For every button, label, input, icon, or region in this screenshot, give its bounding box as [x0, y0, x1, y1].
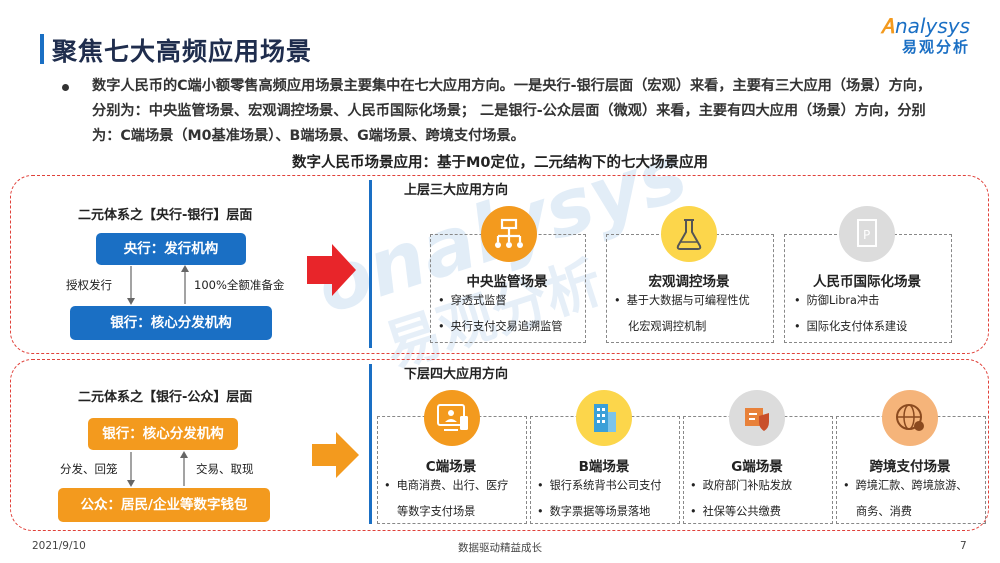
list-item: 央行支付交易追溯监管: [438, 314, 563, 340]
card-title: 宏观调控场景: [648, 274, 730, 290]
page-number: 7: [960, 540, 967, 552]
upper-divider: [369, 180, 372, 348]
bank-distribution-box: 银行：核心分发机构: [70, 306, 272, 340]
lower-section-heading: 下层四大应用方向: [404, 367, 509, 382]
upper-layer-section: [10, 175, 989, 354]
logo-a-mark: Ꭺ: [881, 14, 895, 38]
card-list: 跨境汇款、跨境旅游、 商务、消费: [843, 473, 968, 525]
authorize-issue-label: 授权发行: [66, 278, 112, 292]
public-wallet-box: 公众：居民/企业等数字钱包: [58, 488, 270, 522]
card-list: 防御Libra冲击 国际化支付体系建设: [794, 288, 908, 340]
consumer-screen-icon: [424, 390, 480, 446]
footer-slogan: 数据驱动精益成长: [458, 542, 542, 554]
list-item: 穿透式监督: [438, 288, 563, 314]
logo-wordmark: Ꭺnalysys: [882, 14, 970, 38]
list-item: 社保等公共缴费: [690, 499, 792, 525]
list-item: 跨境汇款、跨境旅游、: [843, 473, 968, 499]
footer-date: 2021/9/10: [32, 540, 86, 552]
upper-section-heading: 上层三大应用方向: [404, 183, 509, 198]
card-title: G端场景: [731, 459, 783, 475]
flask-icon: [661, 206, 717, 262]
list-item: 政府部门补贴发放: [690, 473, 793, 499]
analysys-logo: Ꭺnalysys 易观分析: [882, 14, 970, 57]
distribute-recall-label: 分发、回笼: [60, 462, 118, 476]
page-title: 聚焦七大高频应用场景: [52, 37, 313, 66]
list-item: 防御Libra冲击: [794, 288, 907, 314]
diagram-subtitle: 数字人民币场景应用：基于M0定位，二元结构下的七大场景应用: [291, 155, 709, 171]
lower-left-title: 二元体系之【银行-公众】层面: [78, 390, 253, 405]
trade-withdraw-label: 交易、取现: [196, 462, 254, 476]
list-item: 国际化支付体系建设: [794, 314, 908, 340]
card-list: 电商消费、出行、医疗 等数字支付场景: [384, 473, 509, 525]
svg-text:P: P: [863, 228, 870, 242]
lower-divider: [369, 364, 372, 524]
card-title: 中央监管场景: [466, 274, 548, 290]
card-list: 银行系统背书公司支付 数字票据等场景落地: [537, 473, 662, 525]
globe-payment-icon: [882, 390, 938, 446]
card-title: 人民币国际化场景: [813, 274, 921, 290]
org-chart-icon: [481, 206, 537, 262]
building-icon: [576, 390, 632, 446]
card-title: 跨境支付场景: [869, 459, 951, 475]
card-title: C端场景: [425, 459, 477, 475]
reserve-label: 100%全额准备金: [194, 278, 285, 292]
central-bank-box: 央行：发行机构: [96, 233, 246, 265]
card-list: 基于大数据与可编程性优 化宏观调控机制: [614, 288, 750, 340]
document-p-icon: P: [839, 206, 895, 262]
card-title: B端场景: [578, 459, 630, 475]
title-accent-bar: [40, 34, 44, 64]
list-item: 电商消费、出行、医疗: [384, 473, 509, 499]
upper-left-title: 二元体系之【央行-银行】层面: [78, 208, 253, 223]
card-list: 政府部门补贴发放 社保等公共缴费: [690, 473, 793, 525]
bank-distribution-box-lower: 银行：核心分发机构: [88, 418, 238, 450]
list-item: 数字票据等场景落地: [537, 499, 662, 525]
list-item: 基于大数据与可编程性优: [614, 288, 750, 314]
logo-wordmark-text: nalysys: [895, 14, 970, 38]
list-item-continued: 商务、消费: [856, 505, 912, 518]
intro-paragraph: 数字人民币的C端小额零售高频应用场景主要集中在七大应用方向。一是央行-银行层面（…: [92, 78, 932, 144]
shield-badge-icon: [729, 390, 785, 446]
list-item: 银行系统背书公司支付: [537, 473, 662, 499]
lower-layer-section: [10, 359, 989, 531]
list-item-continued: 化宏观调控机制: [628, 320, 707, 333]
card-list: 穿透式监督 央行支付交易追溯监管: [438, 288, 563, 340]
list-item-continued: 等数字支付场景: [397, 505, 476, 518]
logo-chinese: 易观分析: [901, 38, 970, 56]
bullet-dot-icon: [62, 84, 69, 91]
